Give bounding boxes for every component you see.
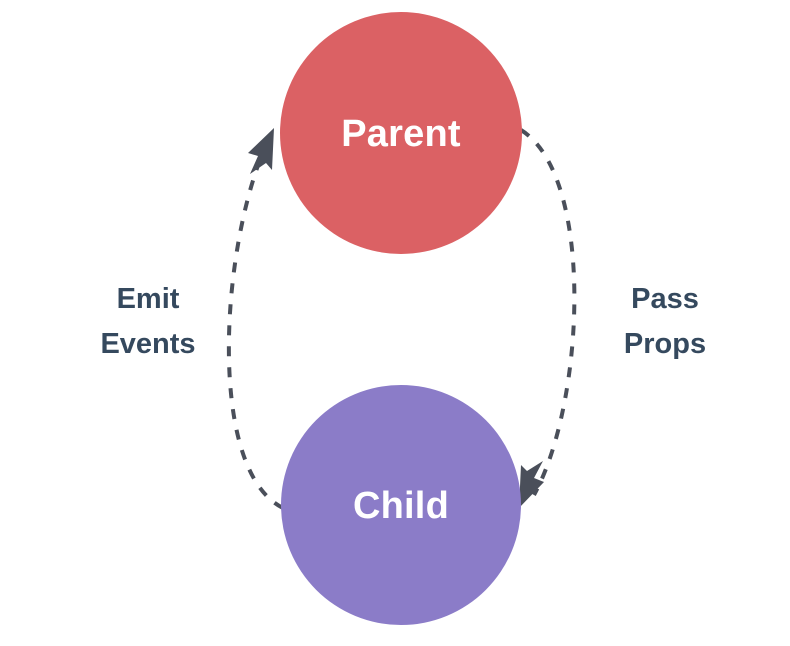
emit-events-arrowhead: [248, 128, 274, 174]
emit-events-label-group: Emit Events: [100, 283, 195, 360]
pass-props-label-group: Pass Props: [624, 283, 706, 360]
node-parent[interactable]: Parent: [280, 12, 522, 254]
parent-circle[interactable]: [280, 12, 522, 254]
node-child[interactable]: Child: [281, 385, 521, 625]
pass-props-label-line1: Pass: [631, 283, 699, 315]
parent-label: Parent: [341, 113, 461, 155]
child-label: Child: [353, 485, 449, 527]
emit-events-label-line1: Emit: [117, 283, 180, 315]
pass-props-label-line2: Props: [624, 328, 706, 360]
edge-emit-events: [226, 128, 284, 510]
edge-pass-props: [519, 128, 577, 508]
child-circle[interactable]: [281, 385, 521, 625]
emit-events-label-line2: Events: [100, 328, 195, 360]
pass-props-dashed-curve: [519, 128, 577, 496]
pass-props-arrowhead: [519, 461, 544, 508]
emit-events-dashed-curve: [226, 142, 284, 510]
